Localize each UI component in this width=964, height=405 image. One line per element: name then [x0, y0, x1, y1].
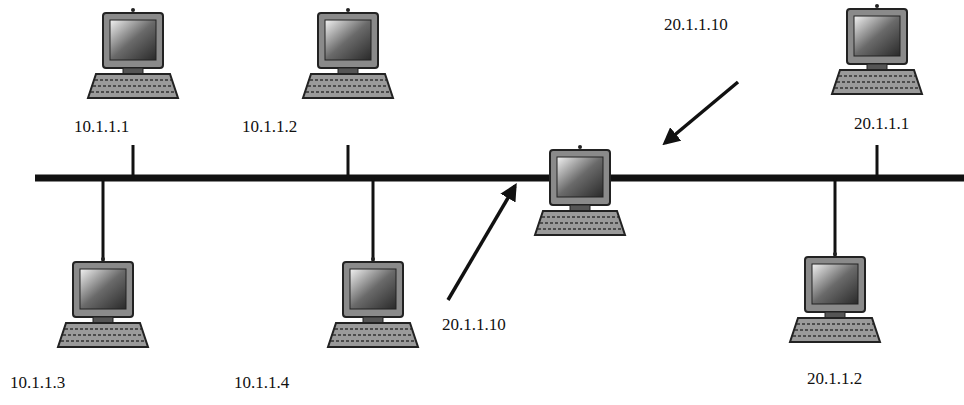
- host-address: 10.1.1.1: [72, 118, 131, 137]
- computer-icon: [832, 4, 922, 94]
- gateway-address: 20.1.1.10: [662, 16, 730, 35]
- host-address: 10.1.1.3: [8, 374, 67, 393]
- computer-icon: [58, 257, 148, 347]
- host-address: 10.1.1.2: [240, 118, 299, 137]
- gateway-address: 20.1.1.10: [440, 316, 508, 335]
- drop-lines: [103, 145, 877, 262]
- host-address: 10.1.1.4: [232, 374, 291, 393]
- computer-icon: [790, 252, 880, 342]
- computer-icon: [88, 8, 178, 98]
- host-address: 20.1.1.2: [805, 370, 864, 389]
- pointer-arrow: [448, 186, 515, 300]
- pointer-arrow: [665, 82, 738, 143]
- computer-icon: [328, 257, 418, 347]
- router-computer: [535, 145, 625, 235]
- network-bus: [35, 175, 964, 182]
- host-address: 20.1.1.1: [852, 115, 911, 134]
- computer-icon: [303, 8, 393, 98]
